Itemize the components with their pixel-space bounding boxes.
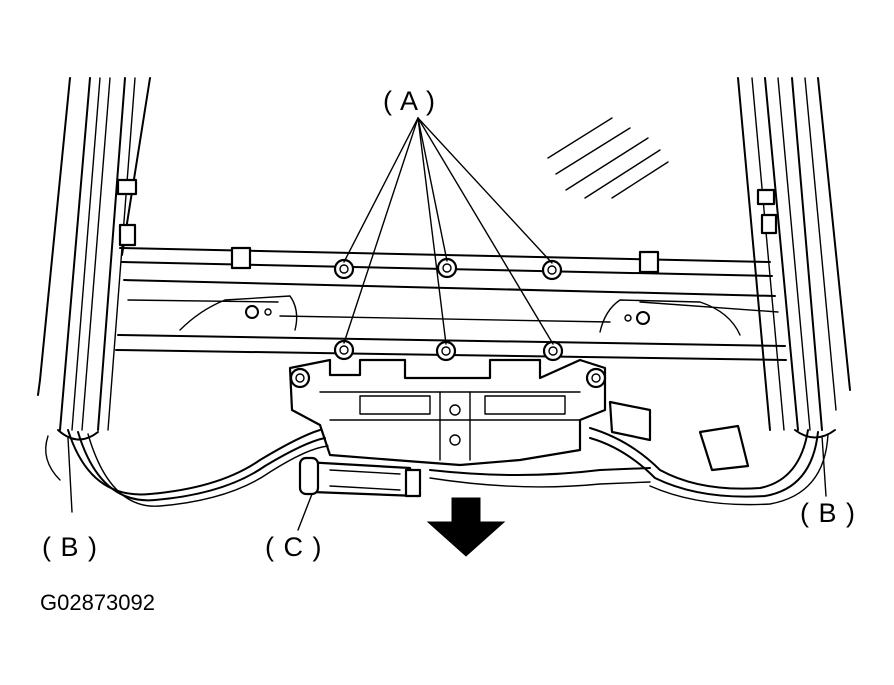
leader-lines-bc (67, 435, 827, 531)
direction-arrow (426, 497, 506, 557)
motor-bracket (288, 358, 607, 467)
glass-hatch (547, 117, 669, 199)
label-b-left: ( B ) (42, 532, 98, 562)
label-c: ( C ) (265, 532, 322, 562)
bolt (333, 258, 355, 280)
label-b-right: ( B ) (800, 498, 856, 528)
bolt (435, 340, 457, 362)
left-side-rail (37, 77, 151, 481)
bolt (542, 340, 564, 362)
right-side-rail (737, 77, 851, 439)
motor-c (298, 456, 422, 498)
cables (67, 400, 829, 507)
bolts-a (333, 257, 564, 362)
bolt (541, 259, 563, 281)
label-a: ( A ) (383, 86, 436, 116)
leader-lines-a (343, 117, 554, 345)
figure-code: G02873092 (40, 590, 155, 615)
